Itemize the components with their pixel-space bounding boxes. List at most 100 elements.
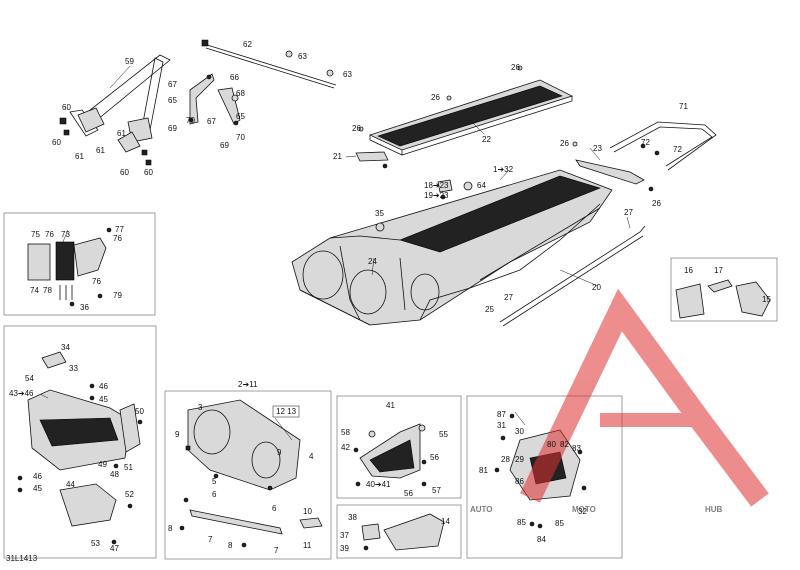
callout-22: 22	[482, 135, 491, 144]
callout-58: 58	[341, 428, 350, 437]
callout-69b: 69	[220, 141, 229, 150]
callout-26e: 26	[652, 199, 661, 208]
callout-37: 37	[340, 531, 349, 540]
callout-44: 44	[66, 480, 75, 489]
callout-49: 49	[98, 460, 107, 469]
callout-32: 32	[578, 507, 587, 516]
callout-27a: 27	[624, 208, 633, 217]
callout-55: 55	[439, 430, 448, 439]
callout-8b: 8	[228, 541, 233, 550]
main-chassis	[291, 169, 613, 326]
callout-72b: 72	[673, 145, 682, 154]
heat-exchanger-22	[358, 65, 578, 156]
callout-76b: 76	[113, 234, 122, 243]
callout-8a: 8	[168, 524, 173, 533]
box-bracket	[336, 395, 462, 499]
callout-56a: 56	[430, 453, 439, 462]
callout-14: 14	[441, 517, 450, 526]
callout-81: 81	[479, 466, 488, 475]
callout-3: 3	[198, 403, 203, 412]
callout-59: 59	[125, 57, 134, 66]
callout-76a: 76	[45, 230, 54, 239]
callout-87: 87	[497, 410, 506, 419]
callout-66: 66	[230, 73, 239, 82]
callout-23: 23	[593, 144, 602, 153]
callout-5: 5	[212, 477, 217, 486]
callout-79: 79	[113, 291, 122, 300]
callout-53: 53	[91, 539, 100, 548]
callout-85a: 85	[517, 518, 526, 527]
callout-63a: 63	[298, 52, 307, 61]
callout-46b: 46	[33, 472, 42, 481]
callout-75: 75	[31, 230, 40, 239]
bar-23	[575, 159, 654, 192]
callout-labels: 1➔32 2➔11 3 4 5 6 6 7 7 8 8 9 9 10 11 12…	[9, 40, 771, 555]
callout-72a: 72	[641, 138, 650, 147]
callout-38: 38	[348, 513, 357, 522]
callout-39: 39	[340, 544, 349, 553]
callout-21: 21	[333, 152, 342, 161]
callout-18: 18➔23	[424, 181, 449, 190]
callout-25: 25	[485, 305, 494, 314]
callout-1-32: 1➔32	[493, 165, 514, 174]
callout-60b: 60	[52, 138, 61, 147]
box-engine-mount	[466, 395, 623, 559]
callout-61b: 61	[96, 146, 105, 155]
callout-60c: 60	[120, 168, 129, 177]
callout-42: 42	[341, 443, 350, 452]
parts-18-19	[437, 179, 473, 200]
diagram-code: 31L1413	[6, 554, 38, 563]
box-seat-console	[3, 212, 156, 316]
callout-77: 77	[115, 225, 124, 234]
callout-10: 10	[303, 507, 312, 516]
callout-47: 47	[110, 544, 119, 553]
callout-52: 52	[125, 490, 134, 499]
callout-80: 80	[547, 440, 556, 449]
rail-20	[479, 207, 646, 327]
callout-41: 41	[386, 401, 395, 410]
callout-50: 50	[135, 407, 144, 416]
callout-67b: 67	[207, 117, 216, 126]
callout-48: 48	[110, 470, 119, 479]
callout-86: 86	[515, 477, 524, 486]
callout-78: 78	[43, 286, 52, 295]
callout-20: 20	[592, 283, 601, 292]
watermark-word-2: MOTO	[572, 505, 596, 514]
box-skid-plate	[336, 504, 462, 559]
callout-45a: 45	[99, 395, 108, 404]
watermark-word-3: HUB	[705, 505, 723, 514]
callout-26a: 26	[511, 63, 520, 72]
callout-73: 73	[61, 230, 70, 239]
callout-83: 83	[572, 444, 581, 453]
leader-lines	[39, 119, 631, 441]
callout-51: 51	[124, 463, 133, 472]
callout-31: 31	[497, 421, 506, 430]
callout-69a: 69	[168, 124, 177, 133]
callout-2-11: 2➔11	[238, 380, 258, 389]
callout-82: 82	[560, 440, 569, 449]
callout-67a: 67	[168, 80, 177, 89]
rod-62	[201, 39, 337, 89]
callout-26c: 26	[352, 124, 361, 133]
callout-68: 68	[236, 89, 245, 98]
callout-76c: 76	[92, 277, 101, 286]
callout-60a: 60	[62, 103, 71, 112]
steering-support-parts	[17, 351, 143, 545]
callout-36: 36	[80, 303, 89, 312]
callout-61a: 61	[75, 152, 84, 161]
callout-19: 19➔23	[424, 191, 449, 200]
callout-56b: 56	[404, 489, 413, 498]
callout-65a: 65	[168, 96, 177, 105]
front-frame-parts	[179, 399, 323, 548]
callout-26b: 26	[431, 93, 440, 102]
callout-63b: 63	[343, 70, 352, 79]
callout-60d: 60	[144, 168, 153, 177]
watermark: AUTO MOTO HUB	[470, 288, 769, 514]
callout-29: 29	[515, 455, 524, 464]
callout-65b: 65	[236, 112, 245, 121]
callout-35: 35	[375, 209, 384, 218]
callout-6b: 6	[272, 504, 277, 513]
callout-71: 71	[679, 102, 688, 111]
callout-62: 62	[243, 40, 252, 49]
callout-34: 34	[61, 343, 70, 352]
